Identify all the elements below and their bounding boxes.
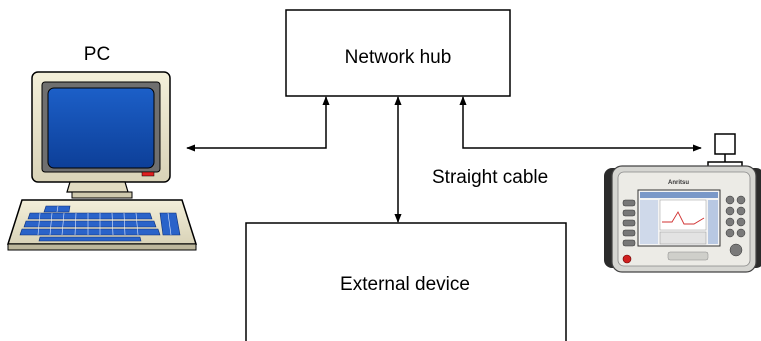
hub-instrument-connection bbox=[459, 96, 702, 152]
network-hub-label: Network hub bbox=[345, 47, 452, 68]
handheld-instrument-icon: Anritsu bbox=[604, 165, 761, 273]
instrument-port-icon bbox=[714, 133, 736, 155]
straight-cable-label: Straight cable bbox=[432, 167, 548, 188]
external-device-label: External device bbox=[340, 274, 470, 295]
pc-hub-connection bbox=[186, 96, 330, 152]
instrument-brand-label: Anritsu bbox=[668, 180, 689, 186]
computer-icon bbox=[6, 71, 198, 251]
external-device-box bbox=[245, 222, 567, 341]
pc-label: PC bbox=[84, 44, 110, 65]
network-hub-box bbox=[285, 9, 511, 97]
